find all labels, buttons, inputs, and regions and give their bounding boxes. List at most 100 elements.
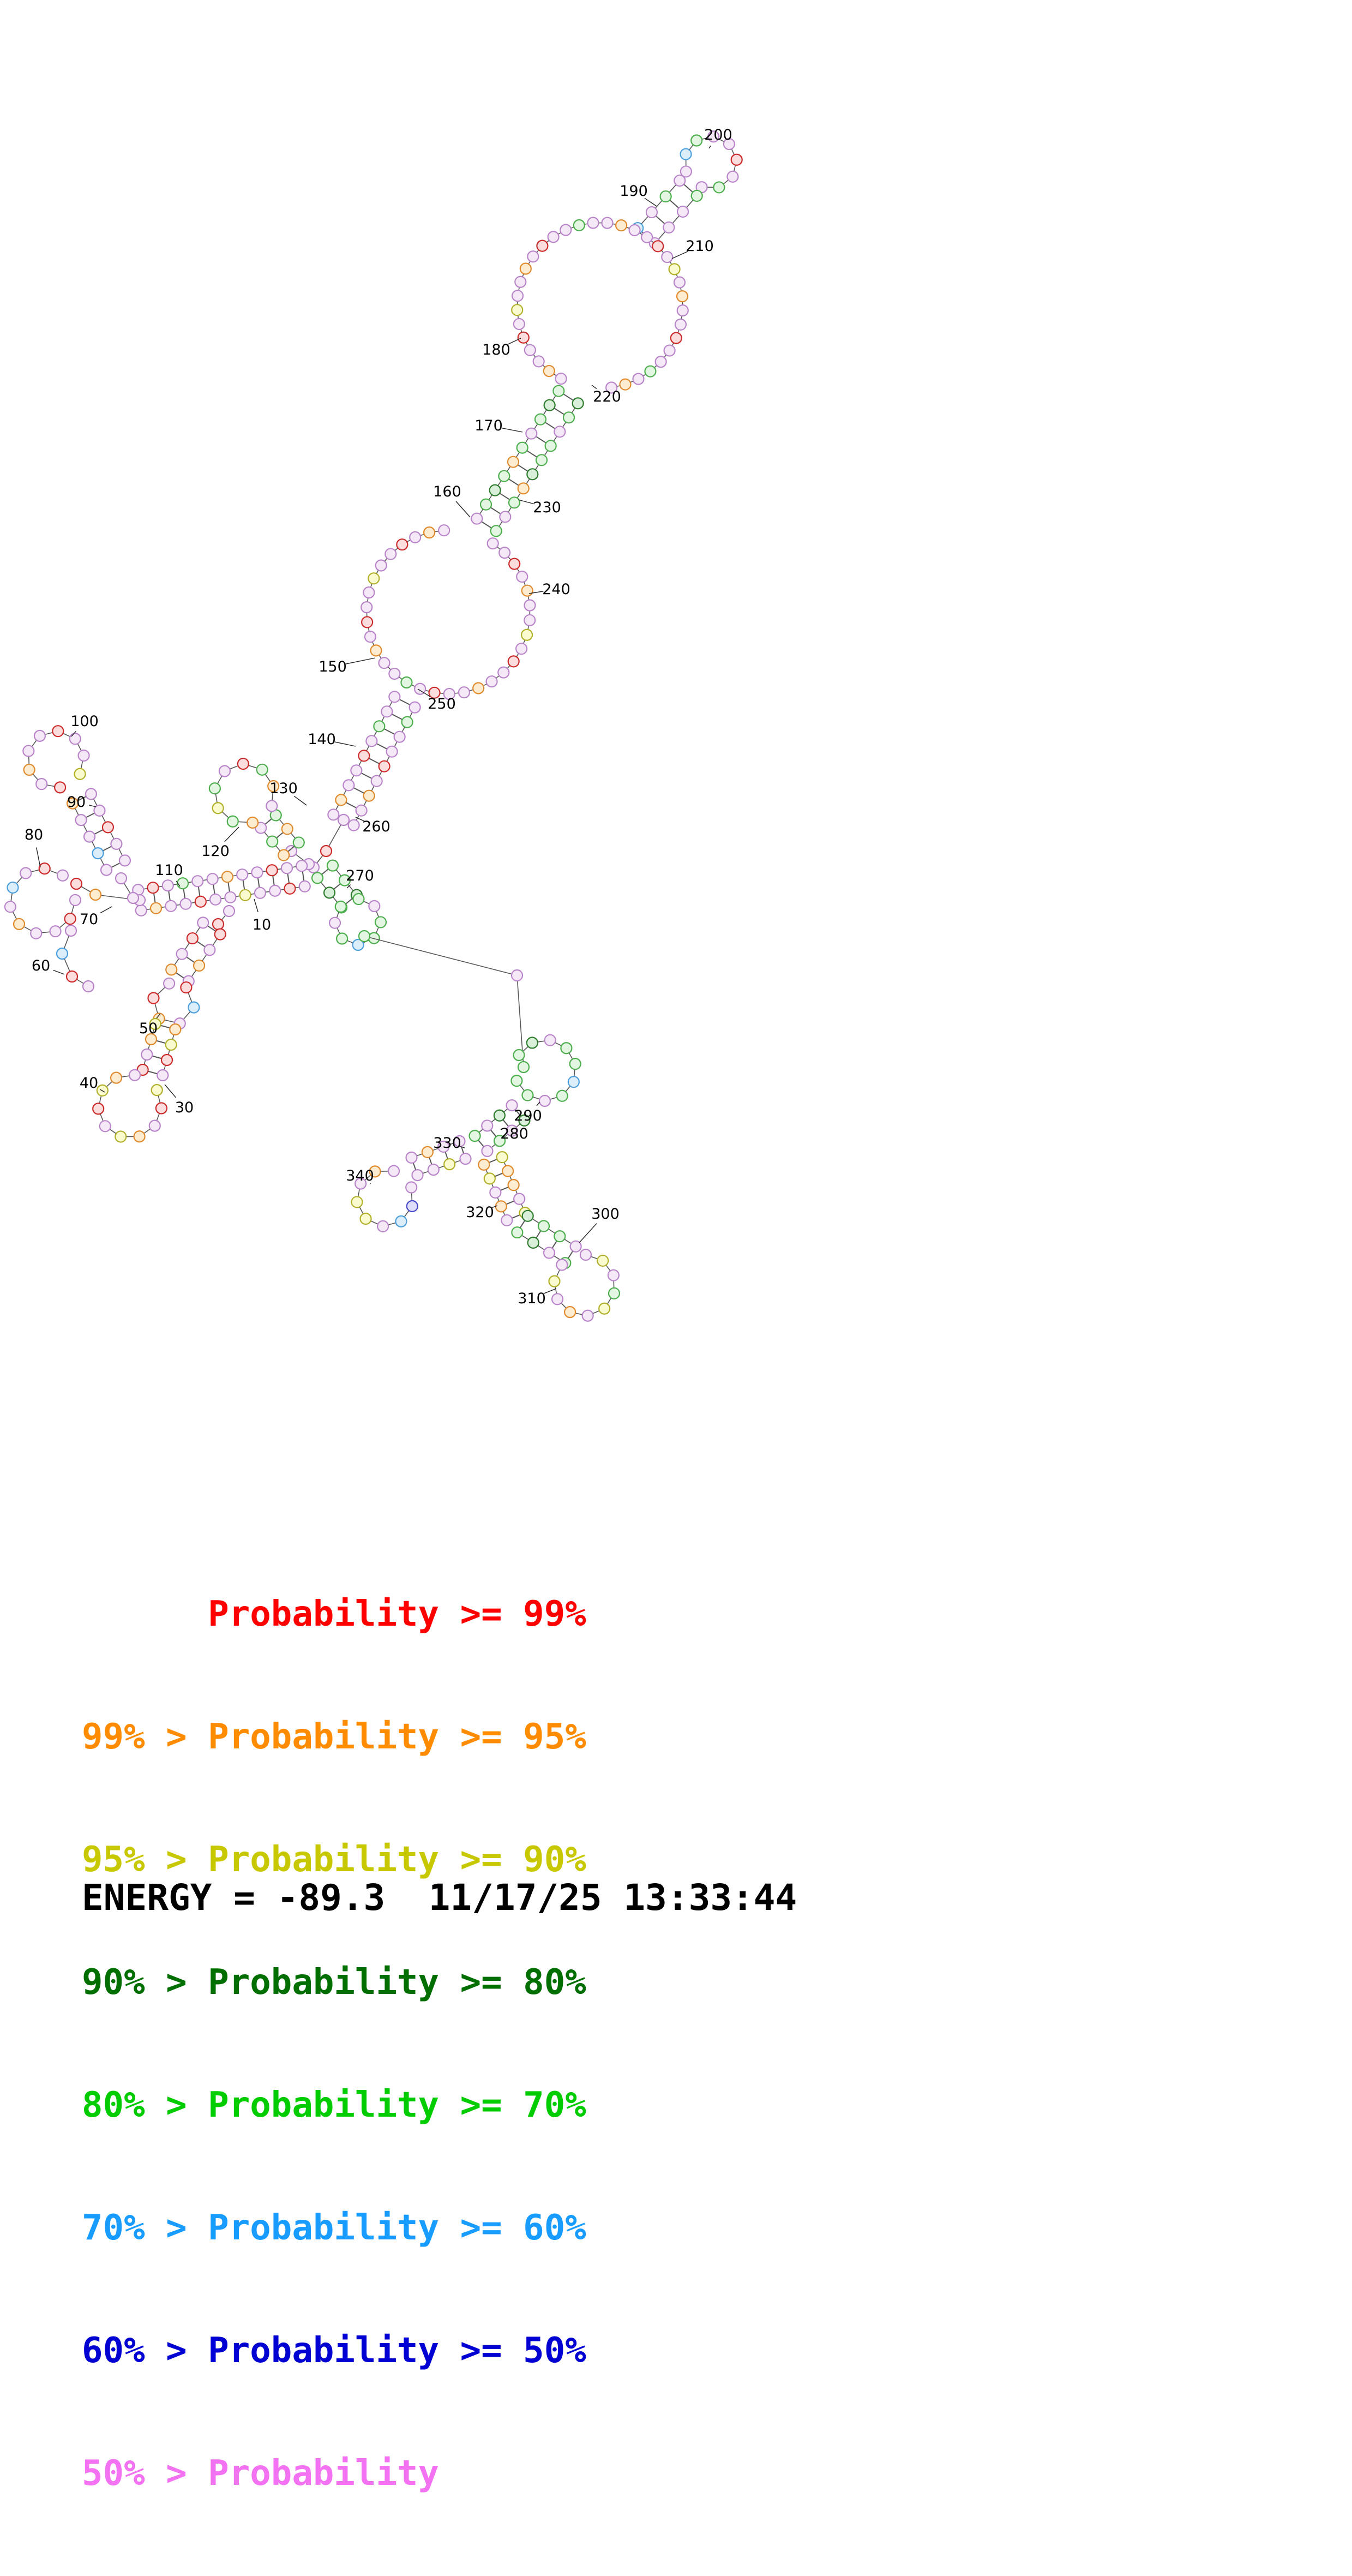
position-label-text: 250 xyxy=(428,696,456,712)
nucleotide-node xyxy=(377,1221,388,1232)
nucleotide-node xyxy=(556,1260,567,1271)
nucleotide-node xyxy=(645,366,656,377)
nucleotide-node xyxy=(165,901,176,912)
nucleotide-node xyxy=(731,154,742,165)
legend-line-p95: 99% > Probability >= 95% xyxy=(82,1717,586,1758)
position-label-180: 180 xyxy=(482,338,521,358)
position-label-text: 30 xyxy=(175,1099,194,1116)
nucleotide-node xyxy=(573,398,584,409)
nucleotide-node xyxy=(524,615,535,626)
segment-loop-100 xyxy=(23,726,89,793)
position-label-text: 240 xyxy=(542,581,570,598)
nucleotide-node xyxy=(266,800,277,811)
position-label-text: 130 xyxy=(269,780,298,797)
nucleotide-node xyxy=(508,656,519,667)
nucleotide-node xyxy=(482,1146,492,1157)
position-label-50: 50 xyxy=(139,1014,160,1037)
nucleotide-node xyxy=(486,676,497,687)
nucleotide-node xyxy=(498,471,509,482)
nucleotide-node xyxy=(181,898,191,909)
nucleotide-node xyxy=(488,538,498,549)
nucleotide-node xyxy=(213,802,224,813)
nucleotide-node xyxy=(343,780,354,790)
nucleotide-node xyxy=(500,511,510,522)
nucleotide-node xyxy=(525,345,536,356)
position-label-190: 190 xyxy=(620,183,657,206)
nucleotide-node xyxy=(471,513,482,524)
nucleotide-node xyxy=(502,1166,513,1177)
nucleotide-node xyxy=(269,885,280,896)
nucleotide-node xyxy=(237,869,248,880)
nucleotide-node xyxy=(247,817,258,828)
nucleotide-node xyxy=(568,1076,579,1087)
nucleotide-node xyxy=(518,332,529,343)
position-label-10: 10 xyxy=(253,899,271,933)
segment-loop-125 xyxy=(209,758,279,828)
position-label-230: 230 xyxy=(518,499,561,516)
segment-loop-270 xyxy=(329,894,386,950)
nucleotide-node xyxy=(148,882,159,893)
legend-line-p90: 95% > Probability >= 90% xyxy=(82,1840,586,1880)
nucleotide-node xyxy=(156,1103,167,1113)
nucleotide-node xyxy=(362,616,372,627)
nucleotide-node xyxy=(526,428,537,439)
nucleotide-node xyxy=(587,218,598,229)
nucleotide-node xyxy=(363,587,374,598)
nucleotide-node xyxy=(52,726,63,736)
nucleotide-node xyxy=(364,790,375,801)
nucleotide-node xyxy=(157,1070,168,1081)
nucleotide-node xyxy=(299,881,310,892)
nucleotide-node xyxy=(616,220,627,231)
nucleotide-node xyxy=(57,870,68,881)
nucleotide-node xyxy=(385,549,396,560)
nucleotide-node xyxy=(401,677,412,688)
nucleotide-node xyxy=(554,426,565,437)
position-label-text: 220 xyxy=(593,388,621,405)
nucleotide-node xyxy=(389,668,400,679)
nucleotide-node xyxy=(93,1103,104,1114)
nucleotide-node xyxy=(136,905,147,916)
nucleotide-node xyxy=(570,1058,581,1069)
nucleotide-node xyxy=(360,1213,371,1224)
legend-line-p50: 60% > Probability >= 50% xyxy=(82,2331,586,2371)
nucleotide-node xyxy=(522,585,533,596)
nucleotide-node xyxy=(24,764,35,775)
nucleotide-node xyxy=(514,319,525,330)
nucleotide-node xyxy=(76,814,87,825)
nucleotide-node xyxy=(327,860,338,871)
position-label-310: 310 xyxy=(518,1289,556,1307)
position-label-140: 140 xyxy=(308,731,356,748)
nucleotide-node xyxy=(674,277,685,288)
nucleotide-node xyxy=(195,896,206,907)
nucleotide-node xyxy=(553,386,564,397)
position-label-text: 80 xyxy=(25,826,43,843)
nucleotide-node xyxy=(524,600,535,611)
nucleotide-node xyxy=(556,373,567,384)
nucleotide-node xyxy=(351,765,362,776)
nucleotide-node xyxy=(561,1043,572,1053)
nucleotide-node xyxy=(490,485,501,496)
nucleotide-node xyxy=(549,1276,560,1287)
nucleotide-node xyxy=(527,251,538,262)
position-label-text: 40 xyxy=(80,1075,98,1092)
nucleotide-node xyxy=(512,1227,522,1238)
nucleotide-node xyxy=(328,809,339,820)
nucleotide-node xyxy=(516,571,527,582)
nucleotide-node xyxy=(646,207,657,218)
position-label-text: 70 xyxy=(80,911,98,928)
nucleotide-node xyxy=(396,539,407,550)
nucleotide-node xyxy=(57,948,68,959)
nucleotide-node xyxy=(70,733,81,744)
nucleotide-node xyxy=(282,823,293,834)
nucleotide-node xyxy=(215,929,226,940)
position-label-150: 150 xyxy=(319,658,375,675)
nucleotide-node xyxy=(177,949,188,960)
nucleotide-node xyxy=(389,691,400,702)
nucleotide-node xyxy=(128,892,139,903)
nucleotide-node xyxy=(312,872,323,883)
nucleotide-node xyxy=(338,814,349,825)
position-label-100: 100 xyxy=(70,713,99,736)
nucleotide-node xyxy=(677,291,688,302)
legend-line-p80: 90% > Probability >= 80% xyxy=(82,1962,586,2003)
nucleotide-node xyxy=(359,931,370,942)
